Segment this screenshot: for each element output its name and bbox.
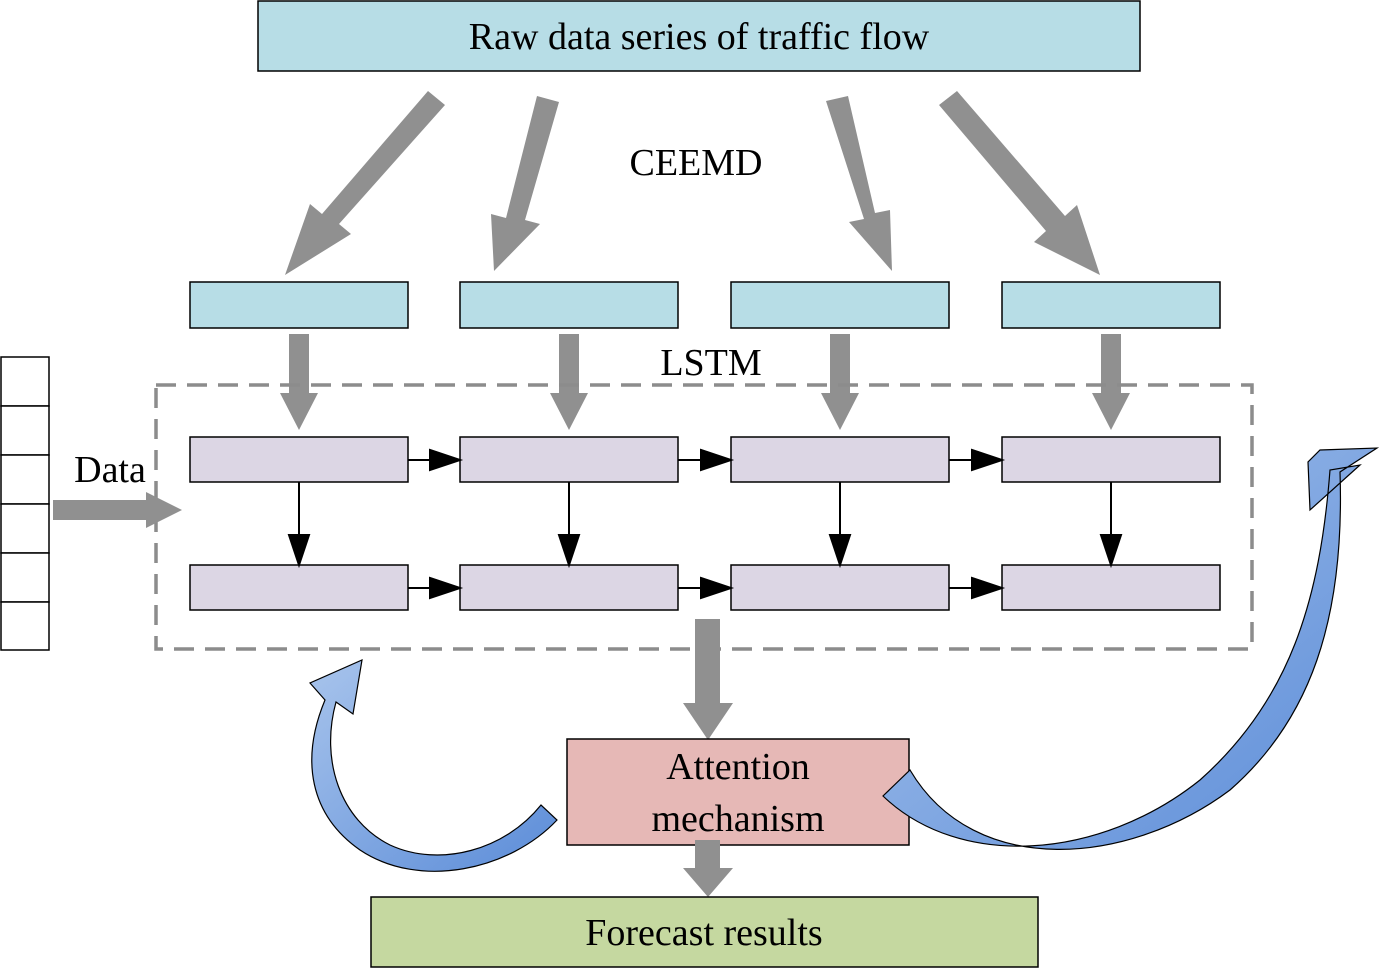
lstm-cell <box>459 564 679 611</box>
right-arrowhead <box>700 448 735 472</box>
left-feedback-arrow <box>309 659 558 872</box>
right-arrowhead <box>700 576 735 600</box>
down-arrow-4 <box>1092 334 1130 430</box>
lstm-to-attention-arrow <box>683 619 733 740</box>
attention-box <box>566 738 910 846</box>
right-arrowhead <box>429 448 464 472</box>
attention-to-forecast-arrow <box>683 840 733 897</box>
raw-data-label: Raw data series of traffic flow <box>469 16 930 58</box>
attention-label-line1: Attention <box>666 746 810 788</box>
lstm-cell <box>1001 436 1221 483</box>
component-box-1 <box>189 281 409 329</box>
lstm-vertical-arrows <box>287 482 1123 569</box>
lstm-cell <box>189 564 409 611</box>
lstm-cells-row-2 <box>189 564 1221 611</box>
ceemd-arrows <box>285 91 1100 275</box>
ceemd-label: CEEMD <box>630 142 763 184</box>
right-arrowhead <box>971 448 1006 472</box>
lstm-cell <box>459 436 679 483</box>
down-arrowhead <box>287 534 311 569</box>
attention-label-line2: mechanism <box>651 798 824 840</box>
data-input-stack <box>0 356 50 651</box>
lstm-cell <box>189 436 409 483</box>
forecast-label: Forecast results <box>585 912 822 954</box>
data-label: Data <box>74 449 146 491</box>
ceemd-arrow-1 <box>285 91 445 275</box>
lstm-cells-row-1 <box>189 436 1221 483</box>
right-arrowhead <box>971 576 1006 600</box>
lstm-horizontal-arrows <box>408 448 1006 600</box>
ceemd-arrow-2 <box>491 96 559 271</box>
down-arrowhead <box>828 534 852 569</box>
lstm-cell <box>730 436 950 483</box>
forecast-box <box>370 896 1039 968</box>
down-arrow-1 <box>280 334 318 430</box>
data-input-arrow <box>53 492 182 528</box>
component-box-3 <box>730 281 950 329</box>
lstm-cell <box>730 564 950 611</box>
ceemd-arrow-4 <box>939 91 1100 275</box>
component-to-lstm-arrows <box>280 334 1130 430</box>
component-box-4 <box>1001 281 1221 329</box>
down-arrow-3 <box>821 334 859 430</box>
down-arrow-2 <box>550 334 588 430</box>
right-feedback-arrow <box>882 447 1380 850</box>
lstm-cell <box>1001 564 1221 611</box>
right-arrowhead <box>429 576 464 600</box>
lstm-label: LSTM <box>660 342 761 384</box>
ceemd-arrow-3 <box>826 96 892 271</box>
raw-data-box <box>257 0 1141 72</box>
down-arrowhead <box>1099 534 1123 569</box>
component-boxes <box>189 281 1221 329</box>
down-arrowhead <box>557 534 581 569</box>
component-box-2 <box>459 281 679 329</box>
